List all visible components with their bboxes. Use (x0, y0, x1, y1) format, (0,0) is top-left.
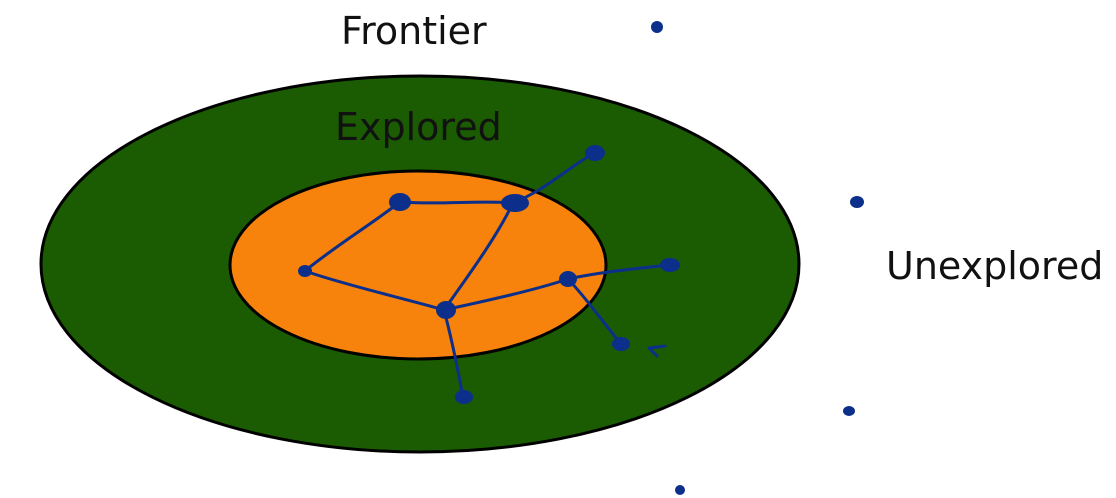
explored-region (228, 169, 608, 361)
graph-node (660, 258, 680, 272)
graph-node (436, 301, 456, 319)
graph-node (501, 194, 529, 212)
unexplored-node (675, 485, 685, 495)
unexplored-label: Unexplored (886, 244, 1104, 288)
edge (303, 200, 402, 273)
edge (398, 200, 515, 205)
edge (303, 269, 446, 312)
unexplored-node (651, 21, 663, 33)
arrow-mark (647, 344, 667, 358)
graph-node (455, 390, 473, 404)
unexplored-node (850, 196, 864, 208)
graph-node (612, 337, 630, 351)
edge (442, 277, 570, 312)
explored-label: Explored (335, 105, 502, 149)
graph-node (298, 265, 312, 277)
graph-node (585, 145, 605, 161)
graph-node (559, 271, 577, 287)
unexplored-node (843, 406, 855, 416)
edge (442, 308, 465, 399)
edge (442, 201, 515, 312)
graph-node (389, 193, 411, 211)
graph-nodes (298, 21, 864, 495)
frontier-label: Frontier (341, 9, 487, 53)
